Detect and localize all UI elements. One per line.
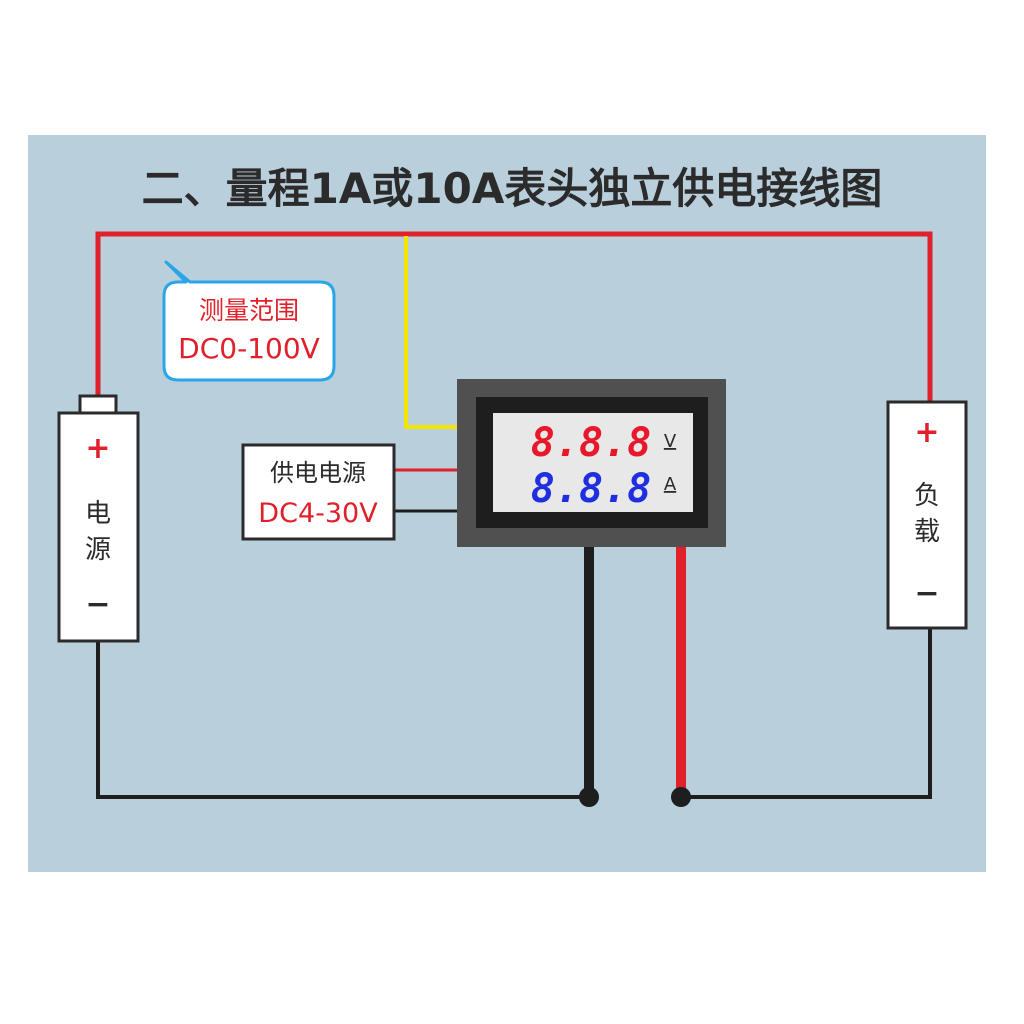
callout-line-2: DC0-100V [178,332,320,365]
voltage-digits: 8.8.8 [531,420,651,466]
source-label-1: 电 [85,499,111,529]
load-body [886,400,968,630]
load-negative-wire [681,629,932,799]
junction-dot-red [671,787,691,807]
current-unit: A [664,474,677,495]
load-plus-sign: + [914,415,939,450]
power-supply-frame [241,443,396,541]
load-label-2: 载 [914,517,940,547]
power-source: + 电 源 − [57,394,140,643]
source-label-2: 源 [85,535,111,565]
power-supply-line-1: 供电电源 [270,459,366,487]
load-minus-sign: − [914,576,939,611]
source-plus-sign: + [85,431,110,466]
measurement-range-callout: 测量范围 DC0-100V [162,260,336,382]
power-supply-box: 供电电源 DC4-30V [241,443,396,541]
battery-body [57,411,140,643]
current-digits: 8.8.8 [531,466,651,512]
meter-display-window [493,413,693,512]
voltage-sense-wire [404,236,458,429]
panel-meter: 8.8.8 V 8.8.8 A [457,379,726,547]
callout-line-1: 测量范围 [199,296,299,325]
load-label-1: 负 [914,481,940,511]
diagram-title: 二、量程1A或10A表头独立供电接线图 [142,164,883,213]
load: + 负 载 − [886,400,968,630]
callout-bubble [162,260,336,382]
voltage-unit: V [664,431,677,452]
junction-dot-black [579,787,599,807]
power-supply-line-2: DC4-30V [258,498,378,529]
source-negative-wire [96,640,589,799]
positive-main-wire [95,231,933,403]
battery-terminal-cap [78,394,118,416]
source-minus-sign: − [85,587,110,622]
